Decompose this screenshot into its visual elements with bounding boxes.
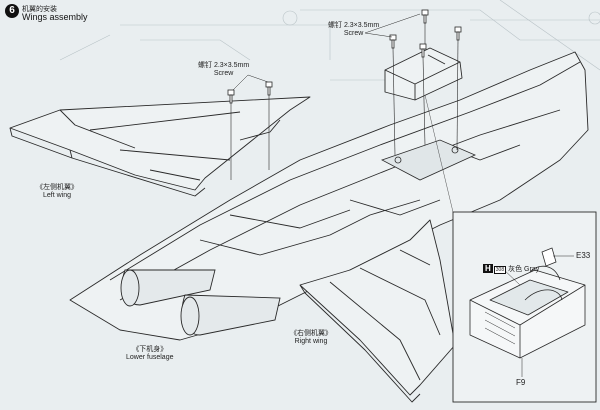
screw-label-top-en: Screw xyxy=(343,30,364,37)
right-wing-label-en: Right wing xyxy=(294,338,328,345)
right-wing xyxy=(299,219,456,403)
lower-fuselage-label-cn: 《下机身》 xyxy=(132,346,168,353)
step-number-badge: 6 xyxy=(5,4,19,18)
screw-guides-top xyxy=(392,23,459,156)
paint-color-en: Gray xyxy=(524,266,540,273)
left-wing-label-cn: 《左侧机翼》 xyxy=(36,184,78,191)
part-f9-label: F9 xyxy=(516,378,526,387)
left-wing xyxy=(9,96,311,197)
screw-label-left-cn: 螺钉 2.3×3.5mm xyxy=(198,62,250,69)
part-e33-label: E33 xyxy=(576,251,591,260)
fuselage-recess xyxy=(380,139,476,181)
screw-label-top: 螺钉 2.3×3.5mm Screw xyxy=(328,22,379,38)
right-wing-label-cn: 《右侧机翼》 xyxy=(290,330,332,337)
inset-part-e33 xyxy=(541,247,557,267)
lower-fuselage-label: 《下机身》 Lower fuselage xyxy=(126,346,173,362)
left-wing-label: 《左侧机翼》 Left wing xyxy=(36,184,78,200)
lower-fuselage-label-en: Lower fuselage xyxy=(126,354,174,361)
paint-code-badge: H xyxy=(483,264,493,273)
left-wing-label-en: Left wing xyxy=(42,192,72,199)
screw-label-left-en: Screw xyxy=(213,70,234,77)
screw-label-top-cn: 螺钉 2.3×3.5mm xyxy=(328,22,380,29)
right-wing-label: 《右侧机翼》 Right wing xyxy=(290,330,332,346)
lower-fuselage xyxy=(120,269,281,336)
inset-callout-lines xyxy=(424,94,454,213)
step-title-cn: 机翼的安装 xyxy=(22,6,57,13)
paint-color-cn: 灰色 xyxy=(508,266,523,273)
screws-top xyxy=(389,9,462,58)
fuselage-assembly xyxy=(69,51,589,341)
leader-lines xyxy=(232,13,421,91)
screw-label-left: 螺钉 2.3×3.5mm Screw xyxy=(198,62,249,78)
background-faint-lines xyxy=(59,0,600,81)
screw-guides-left xyxy=(230,95,270,180)
inset-part-f9 xyxy=(469,265,586,359)
paint-swatch-code: 308 xyxy=(493,266,507,274)
step-title-en: Wings assembly xyxy=(22,12,88,22)
